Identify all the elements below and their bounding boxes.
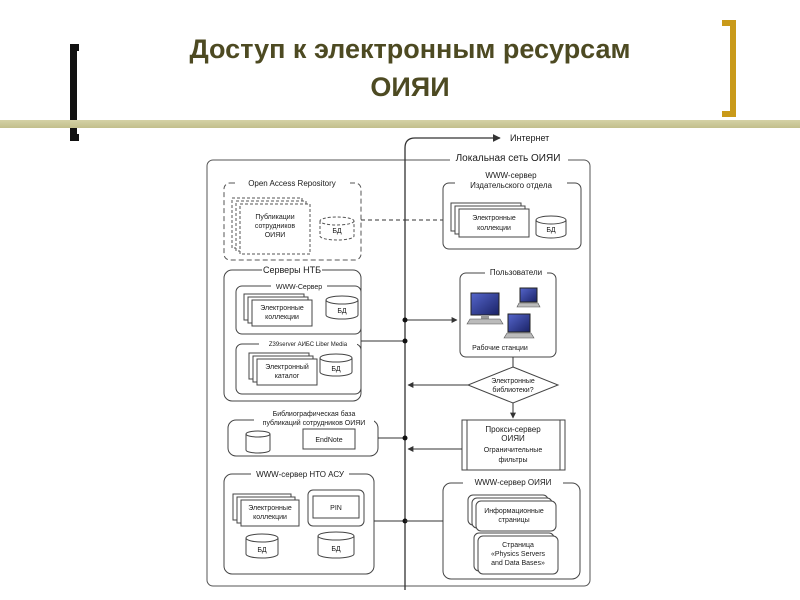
e-libraries-decision: Электронные библиотеки?	[466, 366, 560, 404]
lan-label: Локальная сеть ОИЯИ	[456, 153, 561, 164]
biblio-label-line-1: Библиографическая база	[273, 410, 356, 418]
decorative-bracket-right	[722, 20, 736, 117]
ntb-cat-line-1: Электронный	[265, 363, 309, 371]
info-pages-line-1: Информационные	[484, 508, 544, 515]
slide-title-line-1: Доступ к электронным ресурсам	[189, 34, 631, 64]
workstation-icon-1	[466, 292, 504, 325]
workstation-icon-2	[516, 287, 541, 308]
users-group: Пользователи Рабочие станции	[459, 266, 557, 358]
jinr-www-title: WWW-сервер ОИЯИ	[475, 478, 552, 487]
oar-database-icon: БД	[319, 216, 355, 241]
decision-line-1: Электронные	[491, 378, 535, 385]
oar-pub-line-3: ОИЯИ	[265, 232, 286, 239]
oar-pub-line-2: сотрудников	[255, 223, 296, 230]
open-access-repository: Open Access Repository Публикации сотруд…	[223, 177, 362, 261]
publisher-database-icon: БД	[535, 215, 567, 239]
nto-database-icon-1: БД	[245, 533, 279, 559]
workstations-label: Рабочие станции	[472, 344, 528, 352]
ntb-database-icon-1: БД	[325, 295, 359, 320]
proxy-line-1: Прокси-сервер	[485, 425, 541, 434]
lan-border	[206, 159, 591, 587]
proxy-server: Прокси-сервер ОИЯИ Ограничительные фильт…	[461, 419, 566, 471]
ntb-www-title: WWW-Сервер	[276, 284, 322, 291]
ntb-db2-label: БД	[331, 366, 341, 373]
ntb-coll-line-2: коллекции	[265, 314, 299, 321]
nto-coll-line-2: коллекции	[253, 514, 287, 521]
title-underline-rule	[0, 120, 800, 128]
publisher-coll-line-1: Электронные	[472, 215, 516, 222]
nto-database-icon-2: БД	[317, 531, 355, 559]
backbone-line	[404, 134, 501, 590]
oar-title: Open Access Repository	[248, 179, 336, 188]
users-title: Пользователи	[490, 268, 542, 277]
endnote-label: EndNote	[315, 437, 342, 444]
physics-page-line-1: Страница	[502, 542, 534, 549]
physics-page-line-3: and Data Bases»	[491, 560, 545, 567]
physics-page-line-2: «Physics Servers	[491, 551, 546, 558]
proxy-line-2: ОИЯИ	[501, 434, 525, 443]
publisher-coll-line-2: коллекции	[477, 225, 511, 232]
pin-label: PIN	[330, 505, 342, 512]
slide-title: Доступ к электронным ресурсам ОИЯИ	[110, 30, 710, 106]
slide-title-line-2: ОИЯИ	[370, 72, 450, 102]
nto-db1-label: БД	[257, 547, 267, 554]
nto-db2-label: БД	[331, 546, 341, 553]
publisher-title-line-1: WWW-сервер	[485, 171, 537, 180]
ntb-db1-label: БД	[337, 308, 347, 315]
publisher-server: WWW-сервер Издательского отдела Электрон…	[442, 170, 582, 250]
ntb-servers: Серверы НТБ WWW-Сервер Электронные колле…	[223, 264, 362, 402]
ntb-coll-line-1: Электронные	[260, 305, 304, 312]
proxy-line-4: фильтры	[499, 457, 528, 464]
publisher-title-line-2: Издательского отдела	[470, 181, 552, 190]
info-pages-line-2: страницы	[498, 517, 529, 524]
internet-label: Интернет	[510, 133, 549, 143]
publisher-db-label: БД	[546, 227, 556, 234]
nto-coll-line-1: Электронные	[248, 505, 292, 512]
ntb-cat-line-2: каталог	[275, 373, 300, 380]
biblio-label-line-2: публикаций сотрудников ОИЯИ	[263, 419, 366, 427]
decision-line-2: библиотеки?	[492, 386, 533, 394]
decorative-bracket-left	[70, 44, 79, 141]
ntb-database-icon-2: БД	[319, 353, 353, 377]
jinr-www-server: WWW-сервер ОИЯИ Информационные страницы …	[442, 476, 581, 580]
biblio-database: Библиографическая база публикаций сотруд…	[227, 407, 379, 457]
nto-asu-server: WWW-сервер НТО АСУ Электронные коллекции…	[223, 468, 375, 575]
workstation-icon-3	[503, 313, 535, 339]
oar-pub-line-1: Публикации	[255, 213, 294, 221]
oar-db-label: БД	[332, 228, 342, 235]
ntb-title: Серверы НТБ	[263, 265, 321, 275]
nto-title: WWW-сервер НТО АСУ	[256, 470, 345, 479]
ntb-z39-title: Z39server АИБС Liber Media	[269, 342, 348, 348]
proxy-line-3: Ограничительные	[484, 447, 543, 454]
